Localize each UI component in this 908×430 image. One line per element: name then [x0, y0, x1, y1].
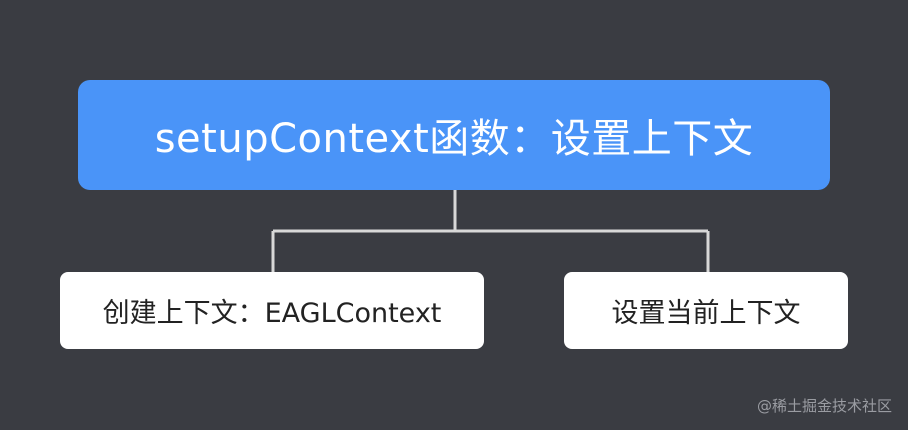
child-node-create-context: 创建上下文：EAGLContext: [60, 272, 484, 349]
child-node-label: 创建上下文：EAGLContext: [102, 298, 442, 329]
root-node: setupContext函数：设置上下文: [78, 80, 830, 190]
child-node-set-current-context: 设置当前上下文: [564, 272, 848, 349]
child-node-label: 设置当前上下文: [611, 298, 801, 329]
root-node-label: setupContext函数：设置上下文: [154, 116, 754, 162]
watermark: @稀土掘金技术社区: [756, 397, 892, 415]
